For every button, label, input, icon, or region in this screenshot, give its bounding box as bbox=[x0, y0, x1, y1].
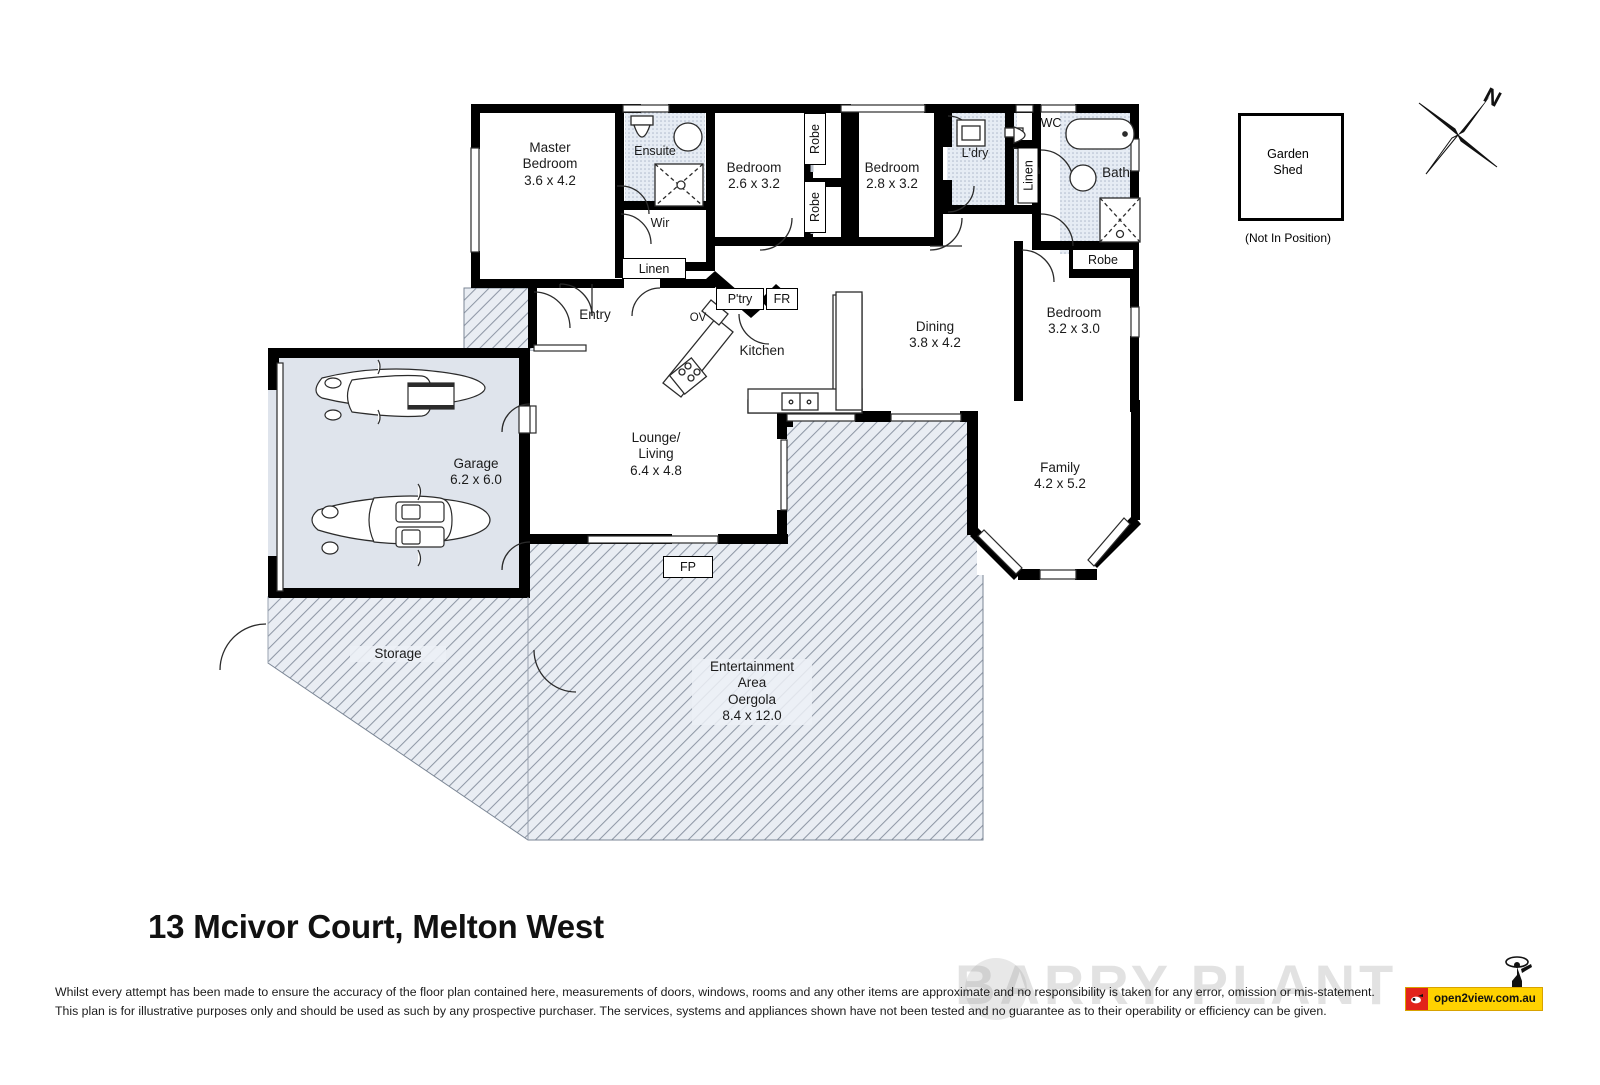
open2view-badge-icon bbox=[1406, 988, 1428, 1010]
outdoor-paved-areas bbox=[267, 287, 984, 841]
pantry-label: P'try bbox=[716, 288, 764, 310]
watermark-mark bbox=[965, 958, 1027, 1020]
fridge-label: FR bbox=[766, 288, 798, 310]
garden-shed-label: Garden Shed bbox=[1267, 147, 1309, 177]
wc-label: WC bbox=[1040, 116, 1062, 130]
garden-shed-note: (Not In Position) bbox=[1244, 231, 1332, 245]
open2view-badge[interactable]: open2view.com.au bbox=[1405, 987, 1543, 1011]
robe-bedroom4-label: Robe bbox=[1072, 249, 1134, 270]
compass-north-label: N bbox=[1480, 82, 1506, 112]
fireplace-label: FP bbox=[663, 556, 713, 578]
garden-shed-box bbox=[1238, 113, 1344, 221]
paved-edge-lines bbox=[267, 597, 529, 840]
disclaimer-line-2: This plan is for illustrative purposes o… bbox=[55, 1004, 1327, 1018]
fixtures bbox=[311, 115, 1141, 567]
door-swings bbox=[219, 115, 1074, 693]
linen-entry-label: Linen bbox=[622, 258, 686, 279]
interior-floor bbox=[471, 112, 1139, 575]
page-title: 13 Mcivor Court, Melton West bbox=[148, 908, 604, 945]
watermark-text: BARRY PLANT bbox=[955, 953, 1398, 1016]
car-icon-bottom bbox=[311, 483, 491, 567]
robe-top-label: Robe bbox=[804, 113, 826, 165]
car-icon-top bbox=[315, 359, 486, 425]
linen-bath-label: Linen bbox=[1017, 147, 1039, 204]
robe-mid-label: Robe bbox=[804, 181, 826, 233]
open2view-badge-text: open2view.com.au bbox=[1428, 988, 1542, 1010]
disclaimer-line-1: Whilst every attempt has been made to en… bbox=[55, 985, 1375, 999]
compass-rose-icon: N bbox=[1418, 82, 1506, 175]
